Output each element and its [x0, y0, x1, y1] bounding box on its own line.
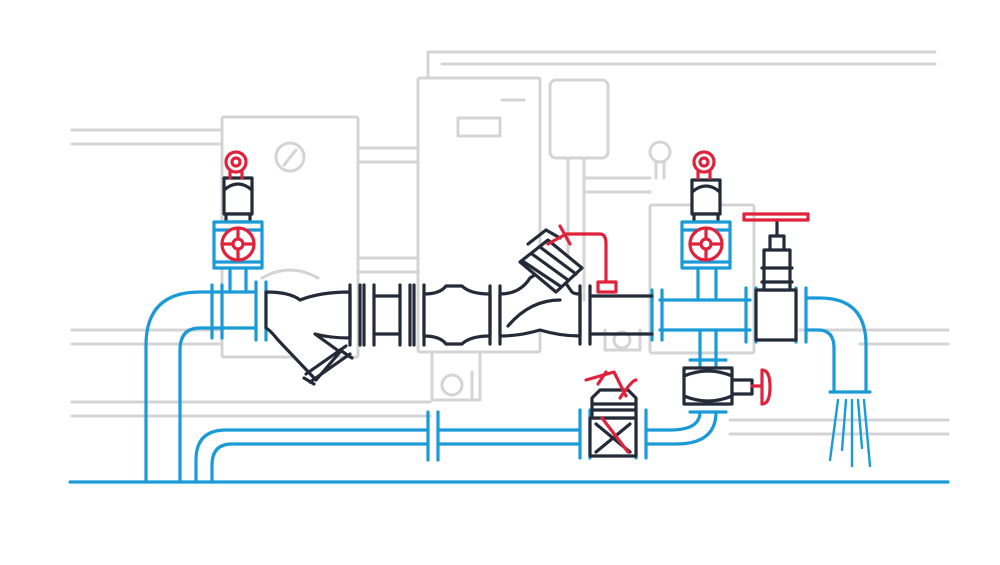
small-gauge-icon	[648, 140, 672, 164]
left-handwheel-icon	[220, 226, 256, 262]
pilot-tube	[546, 232, 608, 284]
pressure-reducing-valve-icon	[498, 228, 584, 338]
red-accents	[220, 150, 810, 454]
reducer-fitting	[422, 284, 492, 346]
dark-components	[222, 176, 798, 458]
right-handwheel-icon	[688, 226, 724, 262]
left-elbow-outer	[144, 290, 214, 484]
air-release-valve-icon	[222, 176, 722, 224]
right-gauge-icon	[692, 150, 716, 180]
left-elbow-inner	[178, 326, 214, 484]
outlet-elbow-outer	[804, 296, 868, 394]
check-valve-wheel-icon	[760, 368, 772, 406]
gate-valve-handle-icon	[742, 212, 810, 222]
control-box	[548, 78, 610, 160]
strainer-icon	[264, 290, 354, 386]
bypass-outer	[194, 428, 430, 484]
cabinet-panel	[456, 116, 502, 138]
bypass-inner	[210, 442, 430, 484]
check-valve-icon	[682, 366, 754, 406]
main-header-right	[658, 298, 752, 332]
bypass-prv-icon	[588, 388, 638, 458]
gate-valve-icon	[754, 218, 798, 342]
tank-gauge-icon	[274, 141, 306, 173]
cabinet-pump-icon	[440, 373, 464, 397]
outlet-elbow-inner	[804, 328, 836, 394]
bypass-pilot	[584, 370, 628, 398]
pressure-gauge-icon	[224, 150, 248, 180]
valve-housings	[212, 220, 732, 270]
background-equipment	[70, 50, 950, 436]
water-outlet-icon	[828, 398, 872, 468]
